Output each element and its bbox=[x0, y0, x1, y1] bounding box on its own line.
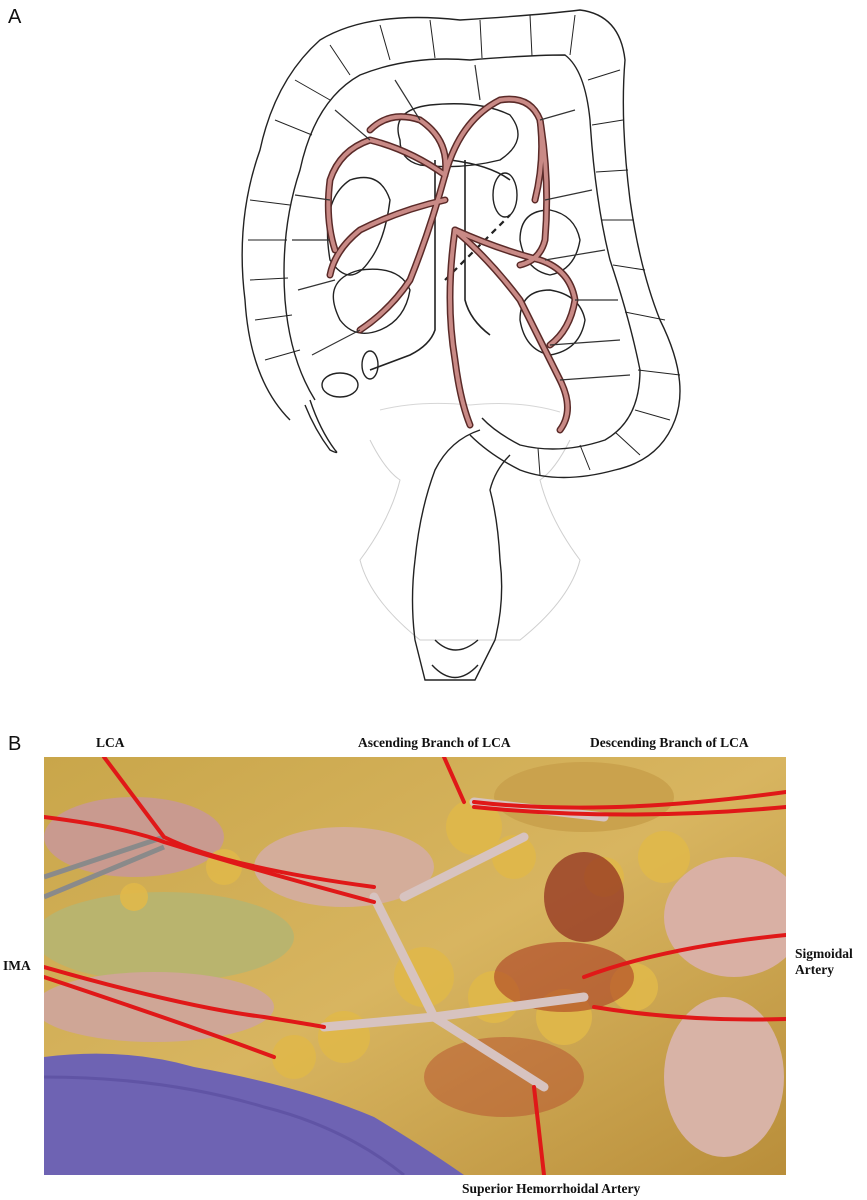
label-sigmoidal-artery: Sigmoidal Artery bbox=[795, 946, 865, 978]
label-lca: LCA bbox=[96, 735, 125, 750]
label-sigmoidal-line2: Artery bbox=[795, 962, 834, 977]
intraoperative-photo bbox=[44, 757, 786, 1175]
panel-b-letter: B bbox=[8, 733, 22, 755]
label-descending-branch: Descending Branch of LCA bbox=[590, 735, 749, 750]
label-superior-hemorrhoidal: Superior Hemorrhoidal Artery bbox=[462, 1181, 641, 1196]
label-ima: IMA bbox=[3, 958, 31, 973]
label-sigmoidal-line1: Sigmoidal bbox=[795, 946, 853, 961]
panel-a-letter: A bbox=[8, 6, 22, 28]
label-ascending-branch: Ascending Branch of LCA bbox=[358, 735, 511, 750]
colon-artery-illustration bbox=[241, 9, 681, 681]
